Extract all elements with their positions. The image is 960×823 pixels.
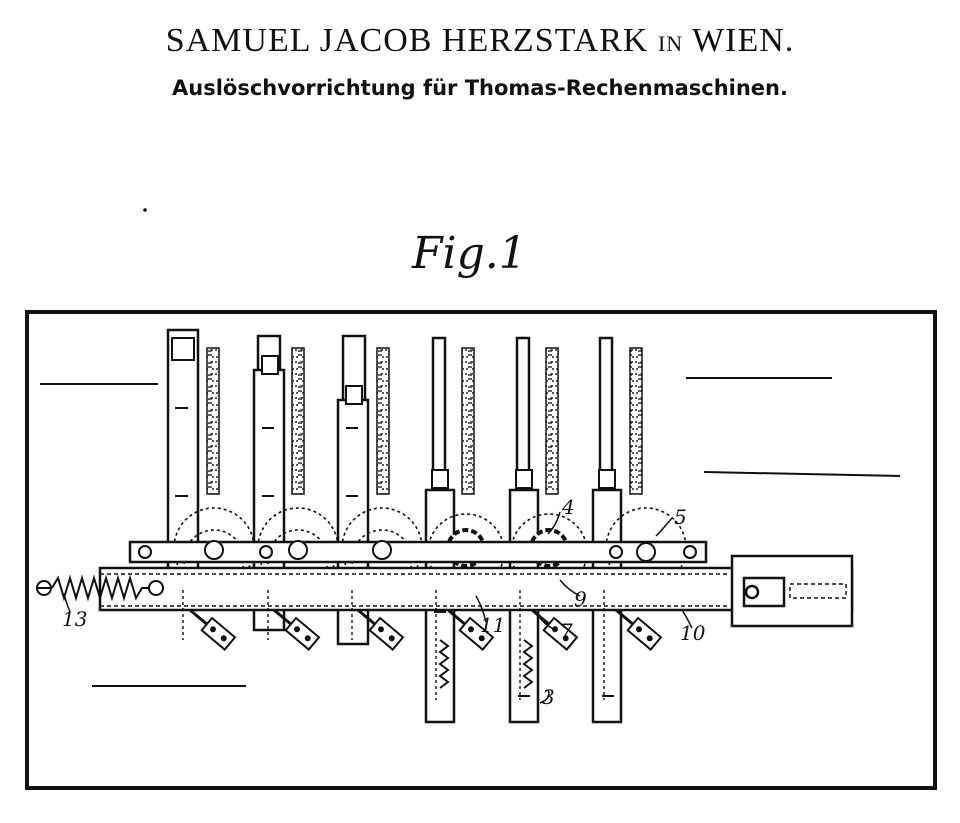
callout-9: 9 — [574, 587, 587, 611]
ladder-rack — [545, 347, 559, 495]
drawing-frame — [25, 310, 937, 790]
slide-rod — [598, 336, 614, 476]
hatch-lines — [40, 377, 901, 687]
title-in: IN — [657, 31, 684, 56]
callout-7: 7 — [560, 619, 573, 643]
callout-3: 3 — [542, 685, 555, 709]
callout-10: 10 — [680, 621, 706, 645]
ladder-rack — [461, 347, 475, 495]
patent-subtitle: Auslöschvorrichtung für Thomas-Rechenmas… — [172, 76, 788, 100]
bottom-racks — [438, 639, 534, 689]
upper-bar — [128, 540, 708, 564]
spring — [36, 574, 164, 602]
callout-4: 4 — [561, 495, 575, 519]
patent-title: SAMUEL JACOB HERZSTARK IN WIEN. — [0, 22, 960, 60]
callout-11: 11 — [480, 613, 505, 637]
ladder-rack — [291, 347, 305, 495]
collars — [261, 355, 616, 489]
callout-13: 13 — [62, 607, 87, 631]
latches — [189, 608, 663, 651]
figure-label: Fig.1 — [412, 228, 527, 279]
end-block — [730, 554, 854, 628]
column-ticks — [175, 407, 614, 697]
guide-lines — [182, 590, 605, 700]
slide — [166, 328, 200, 580]
main-rail — [98, 566, 854, 612]
ladder-rack — [629, 347, 643, 495]
hubs — [138, 540, 697, 562]
speck — [143, 208, 147, 212]
leader-lines — [63, 511, 693, 704]
inventor-city: WIEN. — [692, 22, 795, 59]
slide-rod — [431, 336, 447, 476]
inventor-name: SAMUEL JACOB HERZSTARK — [165, 22, 649, 59]
ladder-racks — [206, 347, 643, 495]
callout-5: 5 — [674, 505, 687, 529]
ladder-rack — [206, 347, 220, 495]
ladder-rack — [376, 347, 390, 495]
slide-rod — [515, 336, 531, 476]
